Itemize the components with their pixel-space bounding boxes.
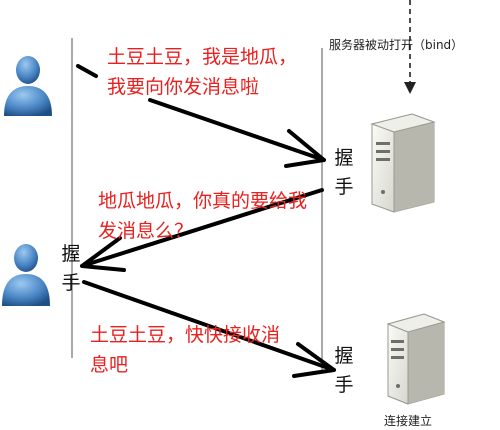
- server-bind-note: 服务器被动打开（bind）: [329, 38, 464, 52]
- handshake-char: 握: [334, 345, 354, 367]
- message-line: 地瓜地瓜，你真的要给我: [98, 190, 308, 212]
- ack-arrow: [82, 280, 336, 378]
- server-icon: [370, 113, 436, 213]
- server-icon: [386, 313, 446, 405]
- message-line: 土豆土豆，我是地瓜，: [107, 46, 298, 68]
- message-line: 息吧: [90, 354, 129, 376]
- syn-message: 土豆土豆，我是地瓜， 我要向你发消息啦: [107, 42, 297, 102]
- handshake-char: 手: [334, 176, 354, 198]
- message-line: 土豆土豆，快快接收消: [90, 324, 281, 346]
- handshake-char: 手: [61, 272, 81, 294]
- user-icon: [4, 56, 52, 116]
- connection-established-caption: 连接建立: [384, 414, 433, 428]
- ack-message: 土豆土豆，快快接收消 息吧: [90, 320, 280, 380]
- syn-ack-arrow: [80, 188, 324, 272]
- handshake-char: 握: [61, 243, 81, 265]
- message-line: 我要向你发消息啦: [107, 76, 260, 98]
- syn-arrow: [76, 64, 326, 168]
- syn-ack-message: 地瓜地瓜，你真的要给我 发消息么？: [98, 186, 307, 246]
- bind-arrow: [404, 0, 416, 94]
- handshake-label: 握 手: [333, 342, 355, 400]
- handshake-char: 手: [334, 374, 354, 396]
- handshake-label: 握 手: [333, 144, 355, 202]
- user-icon: [2, 244, 50, 306]
- handshake-label: 握 手: [60, 240, 82, 298]
- handshake-char: 握: [334, 147, 354, 169]
- message-line: 发消息么？: [98, 220, 194, 242]
